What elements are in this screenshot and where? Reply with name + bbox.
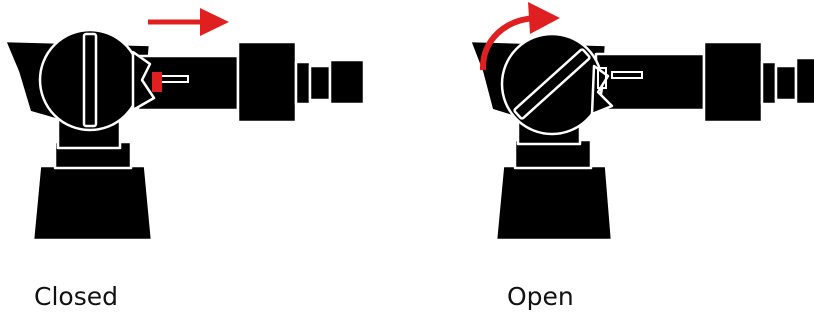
closed-caption: Closed [34,282,118,311]
open-handle-slot [513,48,591,120]
closed-valve-base [31,164,154,242]
closed-valve-nozzle [308,64,332,102]
closed-valve-coupling [236,40,298,124]
rotate-clockwise-arrow-icon [479,2,560,71]
open-valve-step [760,60,778,106]
open-valve-outlet [794,56,814,106]
closed-handle-disc [38,28,142,132]
open-valve-nozzle [774,64,798,102]
open-valve-base [494,164,614,242]
closed-valve-step [294,60,312,106]
open-caption: Open [507,282,574,311]
open-pipe-slot-marker [611,71,643,79]
closed-valve-outlet [328,58,366,106]
slide-right-arrow-icon [148,8,229,36]
open-white-indicator [597,67,607,89]
open-valve [468,32,814,242]
valve-diagram [3,2,814,242]
closed-valve [3,28,366,242]
closed-lock-tab [131,50,156,112]
closed-handle-slot [82,32,98,128]
open-valve-pipe [594,52,706,112]
open-handle-disc [500,32,604,136]
closed-red-indicator [152,72,162,92]
open-valve-coupling [702,40,764,124]
